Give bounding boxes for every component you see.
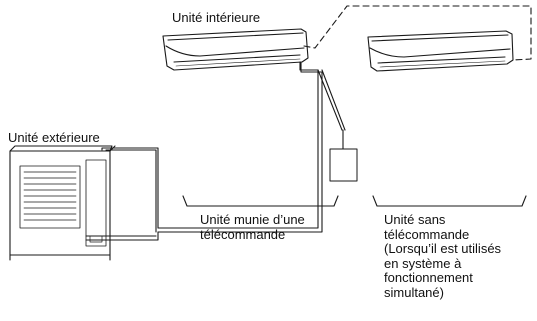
with-remote-line: Unité munie d’une xyxy=(200,212,305,227)
without-remote-line: en système à xyxy=(384,255,462,271)
indoor-unit-with-remote xyxy=(162,28,309,71)
without-remote-line: télécommande xyxy=(384,226,470,242)
remote-control-wiring xyxy=(317,69,358,182)
without-remote-label: Unité sans télécommande (Lorsqu’il est u… xyxy=(384,212,502,300)
outdoor-unit xyxy=(9,145,116,261)
with-remote-label: Unité munie d’une télécommande xyxy=(200,212,305,242)
without-remote-line: Unité sans xyxy=(384,212,446,227)
bracket-with-remote xyxy=(182,195,339,207)
without-remote-line: fonctionnement xyxy=(384,270,473,285)
without-remote-line: simultané) xyxy=(384,284,444,300)
indoor-unit-label: Unité intérieure xyxy=(172,10,261,25)
with-remote-line: télécommande xyxy=(200,226,286,242)
indoor-unit-without-remote xyxy=(367,30,514,72)
bracket-without-remote xyxy=(372,195,527,207)
without-remote-line: (Lorsqu’il est utilisés xyxy=(384,241,502,256)
dashed-connection-cable xyxy=(303,5,532,61)
outdoor-unit-label: Unité extérieure xyxy=(8,130,100,145)
